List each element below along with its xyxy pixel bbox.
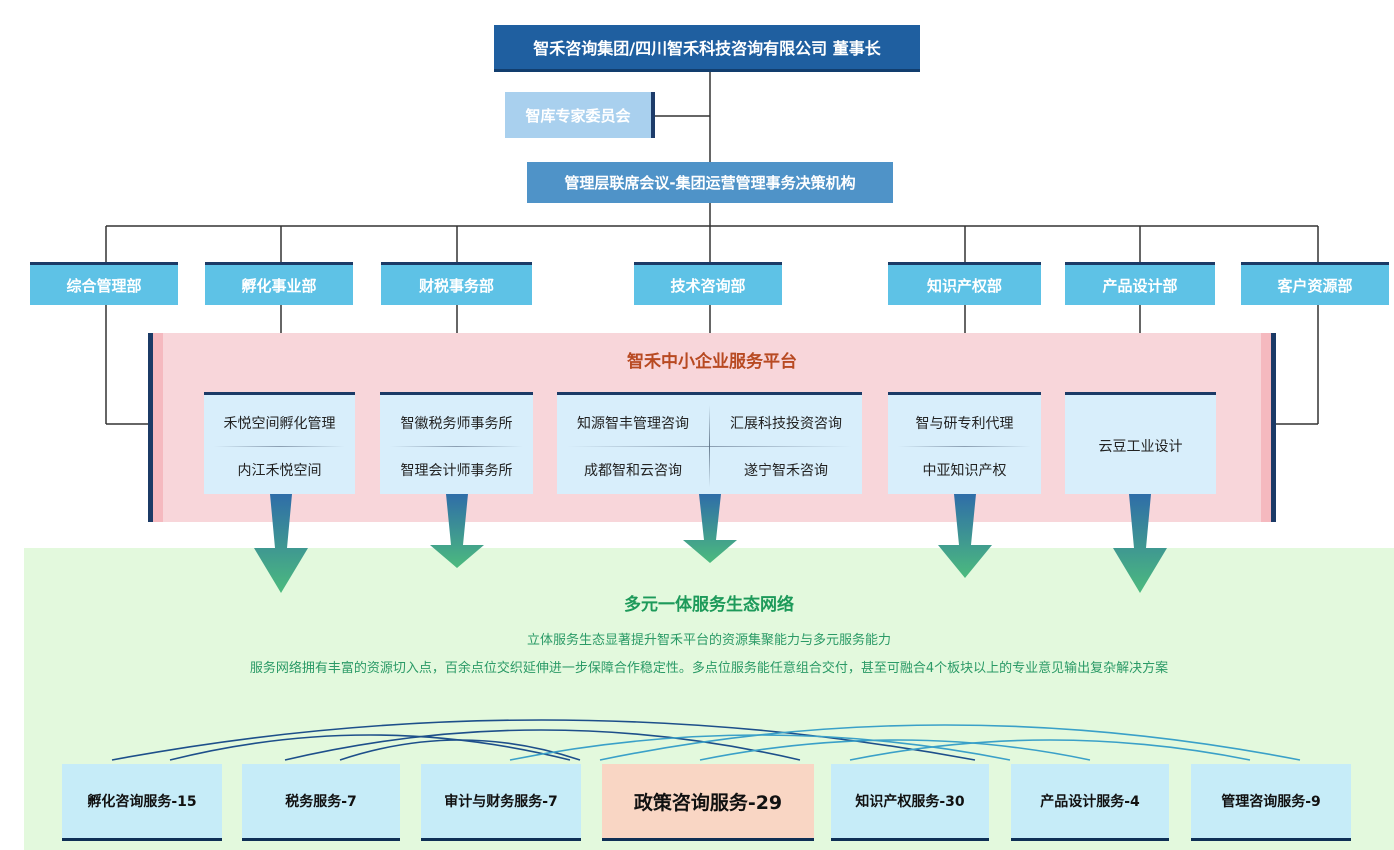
unit-top-right: 汇展科技投资咨询 <box>730 416 842 432</box>
dept-incubation: 孵化事业部 <box>205 262 353 305</box>
unit-top: 智徽税务师事务所 <box>400 416 513 432</box>
service-policy-consulting: 政策咨询服务-29 <box>602 764 814 841</box>
dept-tech-consulting: 技术咨询部 <box>634 262 782 305</box>
unit-top: 禾悦空间孵化管理 <box>223 416 336 432</box>
platform-title: 智禾中小企业服务平台 <box>627 352 797 372</box>
platform-unit-tech: 知源智丰管理咨询 汇展科技投资咨询 成都智和云咨询 遂宁智禾咨询 <box>557 392 862 494</box>
dept-finance-tax: 财税事务部 <box>381 262 532 305</box>
unit-bottom-right: 遂宁智禾咨询 <box>744 463 828 479</box>
service-label: 知识产权服务-30 <box>855 794 965 810</box>
network-arc <box>699 739 1091 761</box>
ecosystem-line-1: 立体服务生态显著提升智禾平台的资源集聚能力与多元服务能力 <box>526 633 891 648</box>
platform-unit-finance: 智徽税务师事务所 智理会计师事务所 <box>380 392 533 494</box>
unit-divider <box>214 446 345 447</box>
platform-left-band <box>153 333 163 522</box>
platform-right-band <box>1261 333 1271 522</box>
down-arrow-4 <box>938 494 992 578</box>
platform-unit-incubation: 禾悦空间孵化管理 内江禾悦空间 <box>204 392 355 494</box>
unit-bottom: 智理会计师事务所 <box>400 463 513 479</box>
service-product-design: 产品设计服务-4 <box>1011 764 1169 841</box>
dept-product-design: 产品设计部 <box>1065 262 1215 305</box>
unit-divider <box>898 446 1031 447</box>
service-label: 审计与财务服务-7 <box>444 794 558 810</box>
dept-label: 知识产权部 <box>926 276 1002 295</box>
unit-bottom: 中亚知识产权 <box>922 463 1007 479</box>
service-label: 管理咨询服务-9 <box>1221 794 1321 810</box>
unit-divider <box>390 446 523 447</box>
service-label: 政策咨询服务-29 <box>633 791 783 814</box>
ecosystem-line-2: 服务网络拥有丰富的资源切入点，百余点位交织延伸进一步保障合作稳定性。多点位服务能… <box>249 661 1169 676</box>
chairman-box: 智禾咨询集团/四川智禾科技咨询有限公司 董事长 <box>494 25 920 72</box>
think-tank-label: 智库专家委员会 <box>525 106 631 125</box>
service-label: 税务服务-7 <box>285 794 357 810</box>
network-arc <box>849 739 1251 761</box>
ecosystem-title: 多元一体服务生态网络 <box>624 595 794 615</box>
platform-unit-ip: 智与研专利代理 中亚知识产权 <box>888 392 1041 494</box>
dept-label: 财税事务部 <box>418 276 494 295</box>
management-box: 管理层联席会议-集团运营管理事务决策机构 <box>527 162 893 203</box>
dept-label: 孵化事业部 <box>241 276 317 295</box>
service-management-consulting: 管理咨询服务-9 <box>1191 764 1351 841</box>
network-arc <box>284 729 801 761</box>
network-arc <box>599 724 1301 761</box>
platform-right-edge <box>1271 333 1276 522</box>
think-tank-box: 智库专家委员会 <box>505 92 655 138</box>
down-arrow-1 <box>254 494 308 593</box>
network-arc <box>169 734 571 761</box>
dept-label: 技术咨询部 <box>670 276 746 295</box>
dept-label: 产品设计部 <box>1102 276 1178 295</box>
chairman-label: 智禾咨询集团/四川智禾科技咨询有限公司 董事长 <box>533 39 881 58</box>
down-arrow-5 <box>1113 494 1167 593</box>
unit-top-left: 知源智丰管理咨询 <box>577 416 689 432</box>
unit-bottom-left: 成都智和云咨询 <box>584 463 682 479</box>
down-arrow-3 <box>683 494 737 563</box>
unit-bottom: 内江禾悦空间 <box>237 463 322 479</box>
dept-ip: 知识产权部 <box>888 262 1041 305</box>
dept-general-management: 综合管理部 <box>30 262 178 305</box>
dept-customer-resources: 客户资源部 <box>1241 262 1389 305</box>
platform-left-edge <box>148 333 153 522</box>
management-label: 管理层联席会议-集团运营管理事务决策机构 <box>564 174 856 192</box>
unit-single: 云豆工业设计 <box>1098 439 1183 455</box>
service-audit-finance: 审计与财务服务-7 <box>421 764 581 841</box>
unit-top: 智与研专利代理 <box>915 416 1014 432</box>
service-label: 产品设计服务-4 <box>1040 794 1140 810</box>
unit-vertical-divider <box>709 405 710 487</box>
network-arc <box>509 734 1011 761</box>
down-arrow-2 <box>430 494 484 568</box>
service-incubation: 孵化咨询服务-15 <box>62 764 222 841</box>
dept-label: 综合管理部 <box>66 276 142 295</box>
service-ip: 知识产权服务-30 <box>831 764 989 841</box>
service-label: 孵化咨询服务-15 <box>87 794 197 810</box>
dept-label: 客户资源部 <box>1277 276 1353 295</box>
network-arc <box>111 719 976 761</box>
service-tax: 税务服务-7 <box>242 764 400 841</box>
platform-unit-design: 云豆工业设计 <box>1065 392 1216 494</box>
